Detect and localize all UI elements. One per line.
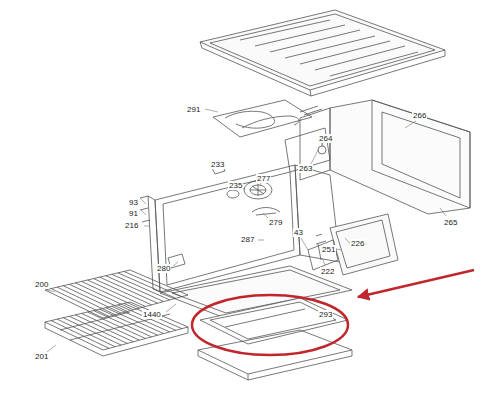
rear-cover <box>285 100 470 214</box>
highlight-ellipse <box>192 295 348 355</box>
rack-wire <box>51 321 109 349</box>
rack-wire <box>88 312 146 339</box>
callout-number: 280 <box>156 264 171 273</box>
rack-wire <box>112 274 170 300</box>
rack-wire <box>88 280 146 307</box>
convection-fan <box>212 165 280 215</box>
callout-number: 1440 <box>142 310 162 319</box>
callout-number: 93 <box>128 198 139 207</box>
callout-number: 279 <box>268 218 283 227</box>
leader-lines <box>47 109 446 352</box>
callout-number: 263 <box>298 164 313 173</box>
callout-number: 222 <box>320 267 335 276</box>
callout-number: 233 <box>210 160 225 169</box>
rack-wire <box>106 308 164 334</box>
top-panel <box>200 10 445 96</box>
rack-wire <box>106 276 164 302</box>
rack-wire <box>124 271 182 296</box>
callout-number: 91 <box>128 209 139 218</box>
rack-wire <box>75 315 133 342</box>
callout-number: 266 <box>412 111 427 120</box>
broil-element <box>213 100 322 137</box>
rack-wire <box>69 284 127 311</box>
callout-number: 265 <box>443 218 458 227</box>
callout-number: 277 <box>256 174 271 183</box>
callout-number: 291 <box>186 105 201 114</box>
callout-number: 43 <box>293 228 304 237</box>
callout-number: 287 <box>240 235 255 244</box>
rack-wire <box>63 286 121 313</box>
rack-wire <box>94 279 152 305</box>
rack-wire <box>100 277 158 303</box>
callout-number: 251 <box>321 245 336 254</box>
rack-wire <box>75 283 133 310</box>
callout-number: 235 <box>228 181 243 190</box>
rack-wire <box>81 313 139 340</box>
rack-wire <box>118 273 176 298</box>
pointer-arrow <box>358 270 474 297</box>
rack-wire <box>57 319 115 347</box>
callout-number: 216 <box>124 221 139 230</box>
rack-wire <box>118 305 176 330</box>
rack-wire <box>63 318 121 345</box>
callout-number: 200 <box>34 280 49 289</box>
rack-wire <box>81 281 139 308</box>
callout-number: 264 <box>318 134 333 143</box>
rack-wire <box>69 316 127 343</box>
callout-number: 226 <box>350 239 365 248</box>
rack-wire <box>124 303 182 328</box>
rack-wire <box>51 289 109 317</box>
oven-racks <box>45 270 188 356</box>
rack-wire <box>57 287 115 315</box>
callout-number: 293 <box>318 310 333 319</box>
rack-wire <box>112 306 170 332</box>
callout-number: 201 <box>34 352 49 361</box>
